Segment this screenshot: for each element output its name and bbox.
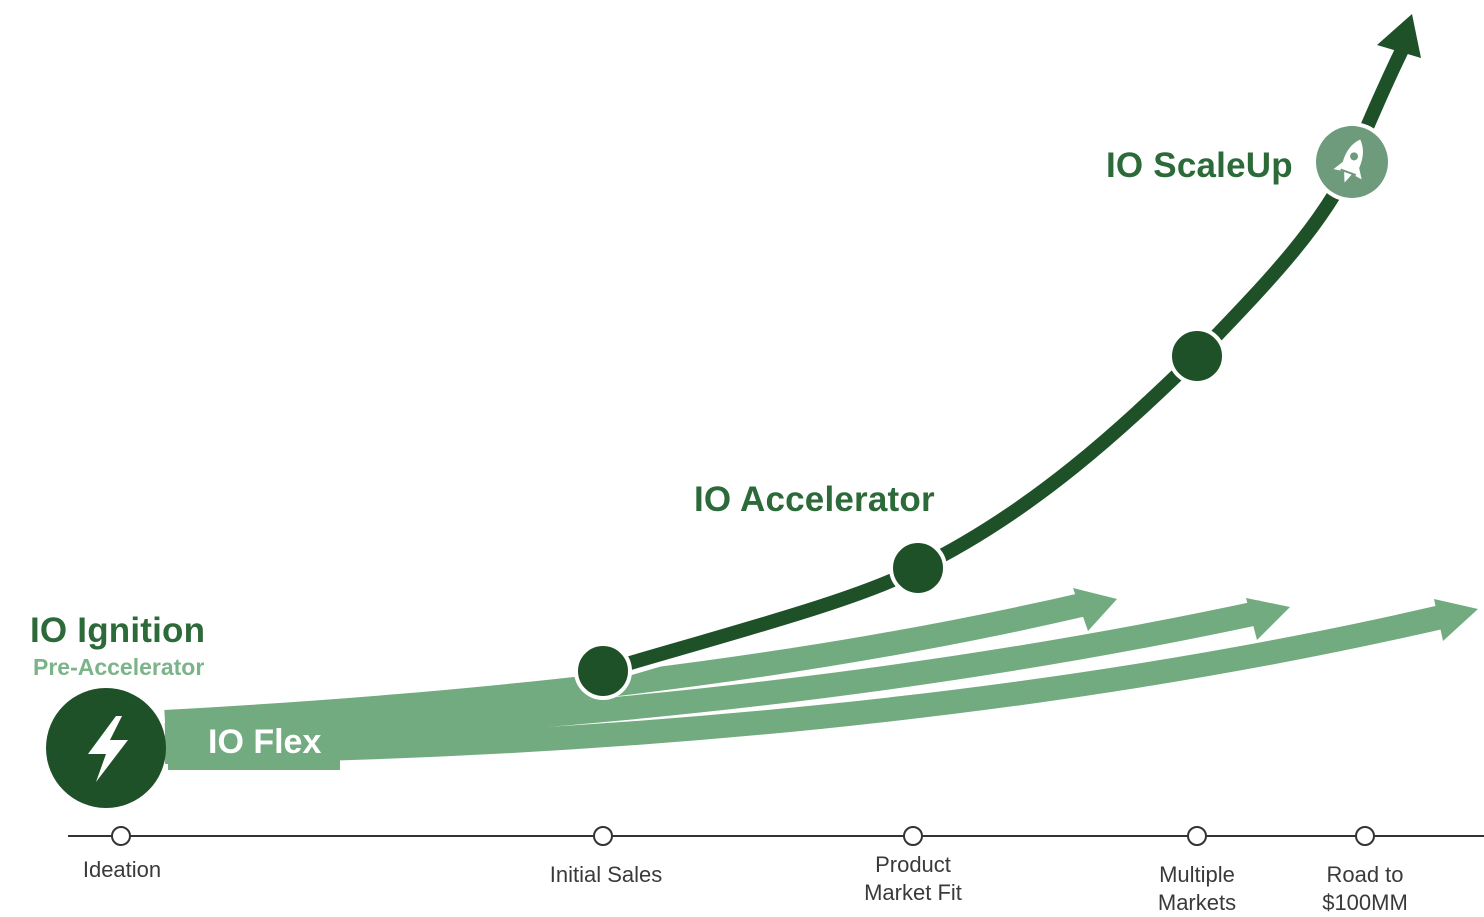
milestone-node-product-market-fit	[889, 539, 947, 597]
accelerator-title: IO Accelerator	[694, 480, 935, 519]
flex-arrowhead-short	[1073, 588, 1117, 631]
flex-arrowhead-medium	[1246, 598, 1290, 640]
stage-label-product-market-fit: Product Market Fit	[864, 852, 962, 905]
axis-marker-road-to-100mm	[1355, 826, 1375, 846]
flex-title: IO Flex	[208, 723, 322, 761]
stage-label-initial-sales: Initial Sales	[549, 862, 663, 887]
ignition-title: IO Ignition	[30, 611, 206, 650]
flex-path-long	[164, 603, 1453, 764]
stage-axis	[68, 826, 1484, 846]
main-growth-path	[599, 14, 1421, 683]
scaleup-title: IO ScaleUp	[1106, 146, 1293, 185]
milestone-node-multiple-markets	[1168, 327, 1226, 385]
main-growth-arrowhead	[1377, 14, 1421, 58]
stage-label-ideation: Ideation	[82, 857, 162, 882]
milestone-nodes	[574, 327, 1226, 700]
ignition-node	[46, 688, 166, 808]
scaleup-node	[1312, 122, 1392, 202]
stage-label-road-to-100mm: Road to $100MM	[1322, 862, 1408, 915]
rocket-icon	[1333, 139, 1363, 183]
axis-marker-product-market-fit	[903, 826, 923, 846]
stage-label-multiple-markets: Multiple Markets	[1157, 862, 1237, 915]
axis-marker-ideation	[111, 826, 131, 846]
axis-marker-multiple-markets	[1187, 826, 1207, 846]
ignition-subtitle: Pre-Accelerator	[33, 654, 205, 680]
axis-marker-initial-sales	[593, 826, 613, 846]
flex-band	[168, 716, 340, 770]
milestone-node-initial-sales	[574, 642, 632, 700]
lightning-bolt-icon	[88, 716, 128, 782]
flex-arrowhead-long	[1434, 599, 1478, 641]
